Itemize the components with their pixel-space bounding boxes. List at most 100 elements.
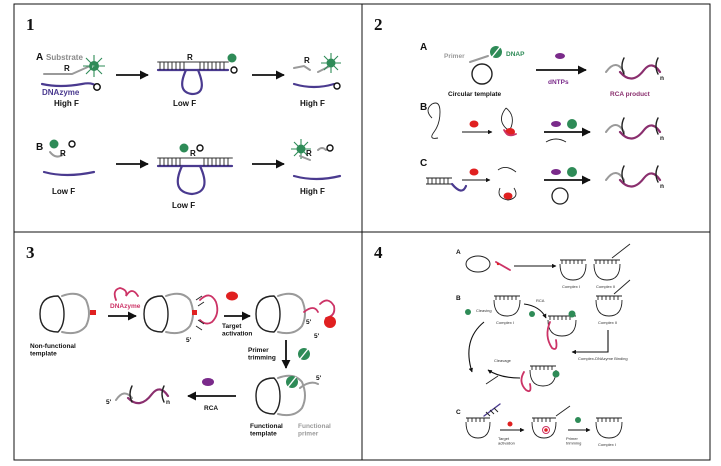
p3-complex: 5' bbox=[143, 292, 219, 344]
p2-b-pink bbox=[503, 129, 517, 137]
p1-substrate-label: Substrate bbox=[46, 53, 83, 62]
p2-row-b-letter: B bbox=[420, 102, 427, 113]
p2-c-loop bbox=[498, 187, 517, 201]
p1-r-label-a: R bbox=[64, 64, 70, 73]
p2-b-small-strand bbox=[545, 138, 567, 143]
p3-dnazyme bbox=[113, 287, 139, 301]
p2-rca-product-a: n bbox=[605, 57, 664, 82]
p3-target bbox=[226, 291, 238, 301]
p2-rca-product-c: n bbox=[605, 165, 664, 190]
p4-row-a-letter: A bbox=[456, 249, 461, 256]
svg-text:F: F bbox=[92, 64, 95, 69]
p1-row-b-letter: B bbox=[36, 142, 43, 153]
p4-a-complex1: Complex I bbox=[559, 259, 587, 289]
p2-rca-product-b: n bbox=[605, 117, 664, 142]
p1-b-state-2: Low F bbox=[172, 201, 195, 210]
p2-primer-label: Primer bbox=[444, 53, 465, 60]
p1-b-duplex: R Low F bbox=[156, 143, 234, 210]
p2-c-target bbox=[469, 168, 479, 176]
p3-dntp bbox=[202, 378, 214, 386]
panel-2-number: 2 bbox=[374, 15, 383, 34]
p4-row-c-letter: C bbox=[456, 409, 461, 416]
p2-c-dntp bbox=[551, 169, 561, 175]
p3-rca-product: 5' n bbox=[106, 385, 170, 406]
svg-text:Cleaving: Cleaving bbox=[476, 308, 492, 313]
p1-a-state-1: High F bbox=[54, 99, 79, 108]
p1-dnazyme-strand bbox=[40, 82, 98, 88]
svg-text:R: R bbox=[60, 149, 66, 158]
p2-circular-template bbox=[471, 63, 493, 85]
p1-a-duplex: R Low F bbox=[156, 53, 238, 108]
p1-b-state-3: High F bbox=[300, 187, 325, 196]
p1-b-probe: R Low F bbox=[42, 139, 96, 196]
quencher-icon bbox=[93, 83, 101, 91]
p3-dnap-icon bbox=[298, 348, 310, 360]
p2-c-circle bbox=[551, 187, 569, 205]
svg-text:Cleavage: Cleavage bbox=[494, 358, 512, 363]
p2-b-dnap bbox=[567, 119, 577, 129]
panel-4-number: 4 bbox=[374, 243, 383, 262]
svg-text:n: n bbox=[660, 75, 664, 82]
p1-a-cleaved: R High F bbox=[292, 53, 341, 108]
fluorophore-icon: F bbox=[83, 55, 105, 77]
p4-a-complex2: Complex II bbox=[593, 243, 631, 289]
p3-activated: 5' 5' bbox=[255, 292, 336, 340]
svg-text:RCA: RCA bbox=[536, 298, 545, 303]
p2-dntps-label: dNTPs bbox=[548, 79, 569, 86]
p1-a-state-2: Low F bbox=[173, 99, 196, 108]
p2-primer-strand bbox=[469, 55, 489, 63]
p1-a-state-3: High F bbox=[300, 99, 325, 108]
svg-text:Complex I: Complex I bbox=[496, 320, 514, 325]
svg-text:5': 5' bbox=[316, 375, 322, 382]
p4-row-b-letter: B bbox=[456, 295, 461, 302]
panel-4-frame bbox=[361, 231, 711, 461]
p3-rca-label: RCA bbox=[204, 405, 218, 412]
svg-text:R: R bbox=[304, 56, 310, 65]
p2-b-dntp bbox=[551, 121, 561, 127]
svg-text:R: R bbox=[190, 149, 196, 158]
svg-text:Complex I: Complex I bbox=[598, 442, 616, 447]
p2-c-target-bound bbox=[503, 192, 513, 200]
svg-text:R: R bbox=[306, 149, 312, 158]
svg-text:n: n bbox=[660, 135, 664, 142]
dnap-icon bbox=[490, 46, 502, 58]
panel-1-number: 1 bbox=[26, 15, 35, 34]
svg-text:5': 5' bbox=[306, 319, 312, 326]
panel-2: A Primer DNAP Circular template dNTPs n … bbox=[420, 42, 664, 205]
panel-4: A Complex I Complex II B Complex I Cleav… bbox=[456, 243, 631, 447]
p2-product-label: RCA product bbox=[610, 91, 651, 98]
svg-text:n: n bbox=[166, 399, 170, 406]
svg-text:R: R bbox=[187, 53, 193, 62]
svg-text:n: n bbox=[660, 183, 664, 190]
dntp-icon bbox=[555, 53, 565, 59]
p2-row-c-letter: C bbox=[420, 158, 427, 169]
p1-dnazyme-label: DNAzyme bbox=[42, 88, 80, 97]
p2-row-a-letter: A bbox=[420, 42, 427, 53]
panel-3-number: 3 bbox=[26, 243, 35, 262]
svg-text:5': 5' bbox=[186, 337, 192, 344]
p4-b-cycle: Complex I Cleaving RCA Complex II Comple… bbox=[465, 279, 631, 393]
svg-text:Complex II: Complex II bbox=[598, 320, 617, 325]
svg-text:Complex-DNAzyme Binding: Complex-DNAzyme Binding bbox=[578, 356, 628, 361]
panel-1-frame bbox=[13, 3, 363, 233]
p1-substrate-strand bbox=[43, 65, 91, 75]
panel-2-frame bbox=[361, 3, 711, 233]
target-icon bbox=[469, 120, 479, 128]
p2-template-label: Circular template bbox=[448, 91, 501, 98]
p2-c-duplex bbox=[426, 177, 468, 192]
panel-1: A Substrate R DNAzyme F High F R Low F bbox=[36, 52, 342, 210]
p2-c-dnap bbox=[567, 167, 577, 177]
p1-row-a-letter: A bbox=[36, 52, 43, 63]
p2-b-hairpin bbox=[427, 102, 441, 139]
panel-3-frame bbox=[13, 231, 363, 461]
